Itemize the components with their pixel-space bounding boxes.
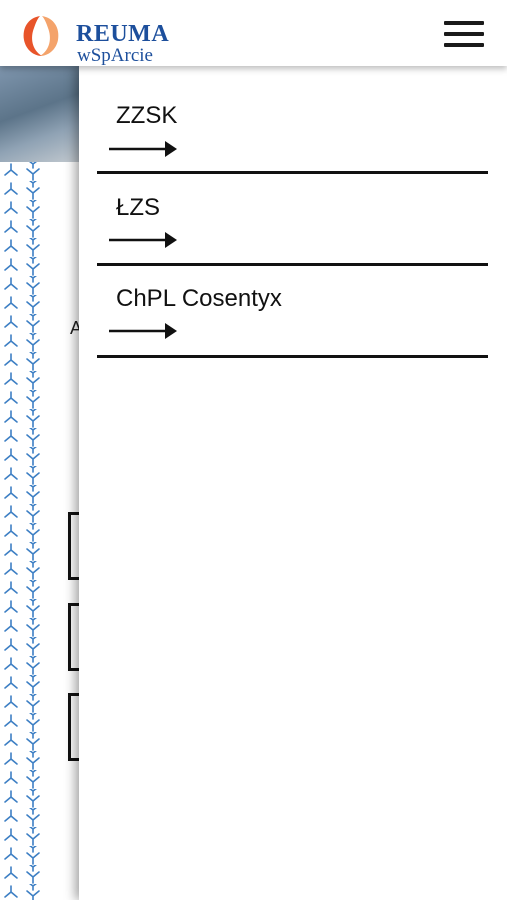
hamburger-bar	[444, 21, 484, 25]
menu-item-chpl-cosentyx[interactable]: ChPL Cosentyx	[97, 266, 488, 358]
navigation-drawer: ZZSK ŁZS ChPL Cosentyx	[79, 66, 507, 900]
logo-mark-icon	[23, 16, 59, 56]
background-card	[68, 603, 88, 671]
brand-logo[interactable]: REUMA wSpArcie	[18, 12, 178, 65]
menu-item-zzsk[interactable]: ZZSK	[97, 82, 488, 174]
menu-item-lzs[interactable]: ŁZS	[97, 174, 488, 266]
background-card	[68, 693, 88, 761]
arrow-right-icon	[109, 323, 177, 339]
brand-name-line2: wSpArcie	[77, 45, 153, 66]
brand-name-line1: REUMA	[76, 21, 170, 47]
hamburger-menu-icon[interactable]	[444, 21, 484, 47]
decorative-pattern	[0, 162, 48, 900]
background-hero-image	[0, 66, 79, 162]
menu-item-label: ChPL Cosentyx	[116, 285, 282, 312]
background-card	[68, 512, 88, 580]
menu-item-label: ZZSK	[116, 102, 178, 129]
arrow-right-icon	[109, 141, 177, 157]
hamburger-bar	[444, 32, 484, 36]
menu-item-label: ŁZS	[116, 194, 161, 221]
site-header: REUMA wSpArcie	[0, 0, 507, 66]
hamburger-bar	[444, 43, 484, 47]
arrow-right-icon	[109, 232, 177, 248]
